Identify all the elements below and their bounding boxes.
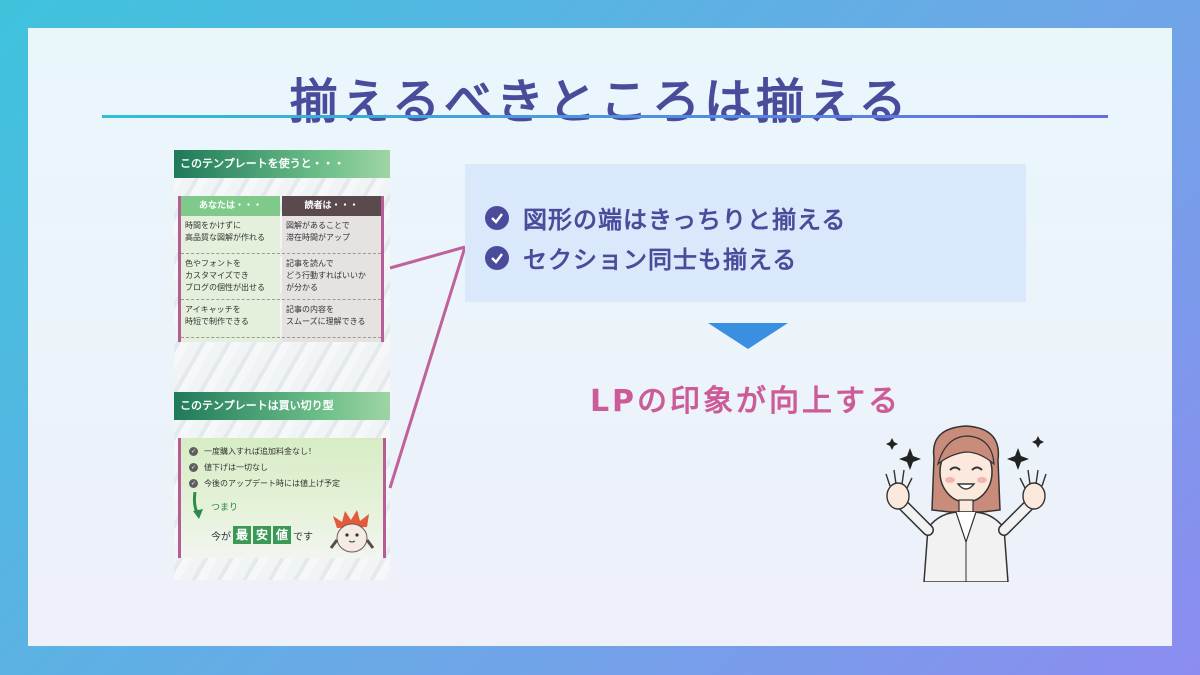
template-header-usage: このテンプレートを使うと・・・ [174,150,390,178]
point-item: セクション同士も揃える [485,240,797,275]
column-readers-row: 記事を読んで どう行動すればいいか が分かる [282,254,381,300]
title-underline [102,115,1108,118]
check-circle-icon [485,245,509,270]
sparkle-icon [886,436,1044,470]
column-you-row: 時間をかけずに 高品質な図解が作れる [181,216,280,254]
point-text: セクション同士も揃える [523,246,798,274]
column-readers: 読者は・・・ 図解があることで 滞在時間がアップ 記事を読んで どう行動すればい… [282,196,384,342]
check-circle-icon: ✓ [189,479,198,488]
point-text: 図形の端はきっちりと揃える [523,206,847,234]
purchase-box: ✓ 一度購入すれば追加料金なし！ ✓ 値下げは一切なし ✓ 今後のアップデート時… [178,438,386,558]
column-readers-row: 図解があることで 滞在時間がアップ [282,216,381,254]
slide-title: 揃えるべきところは揃える [289,74,911,130]
woman-illustration [885,425,1047,582]
check-circle-icon [485,205,509,230]
column-readers-row: 記事の内容を スムーズに理解できる [282,300,381,338]
slide: 揃えるべきところは揃える このテンプレートを使うと・・・ あなたは・・・ 時間を… [28,28,1172,646]
column-you-header: あなたは・・・ [181,196,280,216]
column-you: あなたは・・・ 時間をかけずに 高品質な図解が作れる 色やフォントを カスタマイ… [178,196,280,342]
column-you-row: 色やフォントを カスタマイズでき ブログの個性が出せる [181,254,280,300]
lowest-price-text: 今が 最 安 値 です [211,526,313,544]
template-preview: このテンプレートを使うと・・・ あなたは・・・ 時間をかけずに 高品質な図解が作… [174,150,390,580]
column-you-row: アイキャッチを 時短で制作できる [181,300,280,338]
curved-arrow-icon [192,492,203,519]
down-arrow-icon [708,323,788,349]
template-header-purchase: このテンプレートは買い切り型 [174,392,390,420]
purchase-bullet: ✓ 値下げは一切なし [189,463,268,472]
comparison-table: あなたは・・・ 時間をかけずに 高品質な図解が作れる 色やフォントを カスタマイ… [178,196,386,342]
check-circle-icon: ✓ [189,463,198,472]
point-item: 図形の端はきっちりと揃える [485,200,846,235]
mascot-illustration [329,510,375,553]
check-circle-icon: ✓ [189,447,198,456]
purchase-bullet: ✓ 一度購入すれば追加料金なし！ [189,447,316,456]
column-readers-header: 読者は・・・ [282,196,381,216]
points-panel: 図形の端はきっちりと揃える セクション同士も揃える [465,164,1026,302]
purchase-bullet: ✓ 今後のアップデート時には値上げ予定 [189,479,340,488]
result-text: LPの印象が向上する [589,384,902,419]
tsumari-label: つまり [211,503,239,513]
